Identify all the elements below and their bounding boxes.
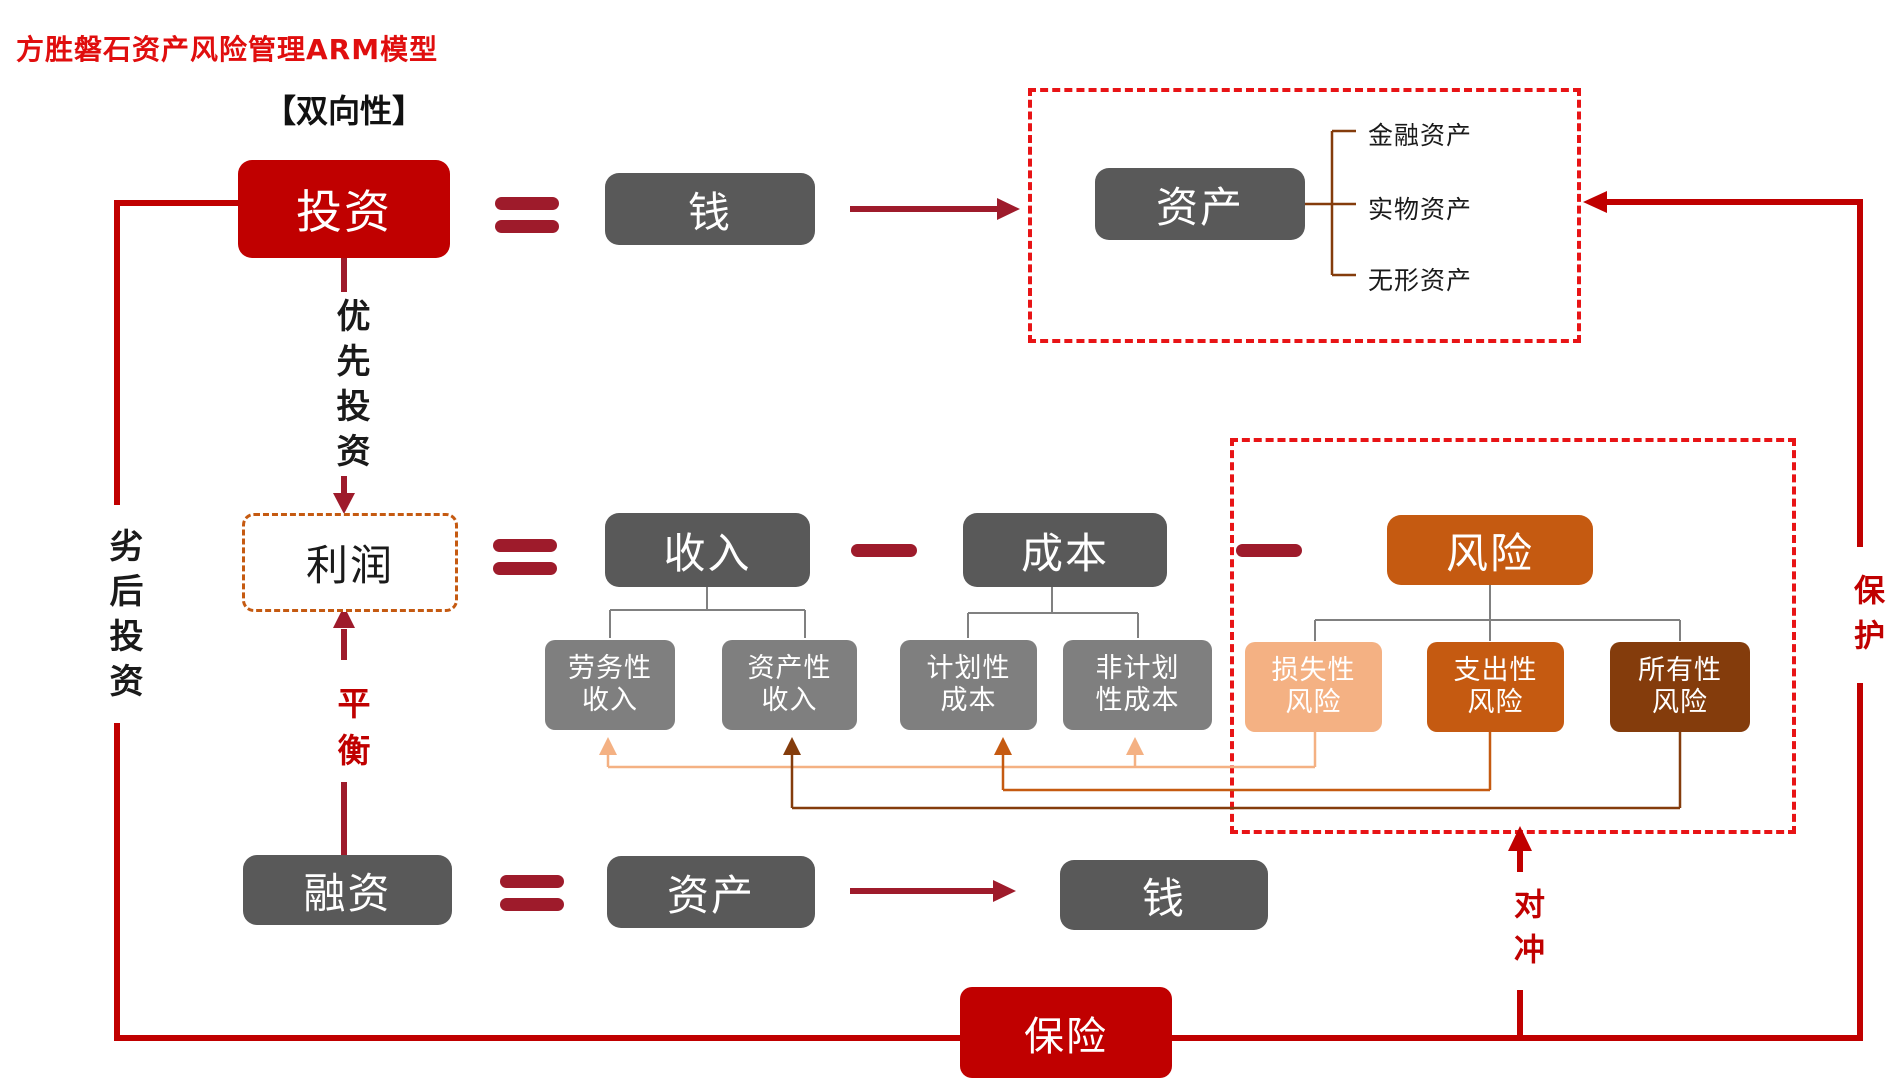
up-arrowhead-planned-cost [994,737,1012,755]
node-expenditure-risk[interactable]: 支出性 风险 [1427,642,1564,732]
node-cost[interactable]: 成本 [963,513,1167,587]
planned-cost-line1: 计划性 [926,652,1011,684]
unplanned-cost-line1: 非计划 [1095,652,1180,684]
planned-cost-line2: 成本 [940,685,997,716]
loss-risk-line2: 风险 [1285,687,1342,718]
left-loop-line-top [114,200,238,505]
asset-type-financial: 金融资产 [1368,121,1473,150]
priority-investment-label: 优先投资 [330,298,370,478]
loss-risk-feedback-line [606,732,1317,769]
node-asset-top[interactable]: 资产 [1095,168,1305,240]
hedge-label: 对冲 [1508,888,1544,978]
ownership-risk-line2: 风险 [1652,687,1708,718]
asset-type-physical: 实物资产 [1368,195,1473,224]
node-investment[interactable]: 投资 [238,160,450,258]
minus-icon-cost-risk [1236,544,1302,557]
asset-income-line1: 资产性 [747,652,832,684]
down-arrowhead-into-profit [333,493,355,514]
node-asset-bottom[interactable]: 资产 [607,856,815,928]
node-money-bottom[interactable]: 钱 [1060,860,1268,930]
protection-label: 保护 [1848,574,1884,664]
labor-income-line2: 收入 [582,685,638,716]
node-financing[interactable]: 融资 [243,855,452,925]
loss-risk-line1: 损失性 [1271,654,1356,686]
up-arrowhead-labor-income [599,737,617,755]
node-money-top[interactable]: 钱 [605,173,815,245]
up-arrowhead-asset-income [783,737,801,755]
asset-type-intangible: 无形资产 [1368,266,1473,295]
node-insurance[interactable]: 保险 [960,987,1172,1078]
risk-dashed-frame [1230,438,1796,834]
node-asset-income[interactable]: 资产性 收入 [722,640,857,730]
cost-tree-connector [967,587,1139,638]
right-arrowhead-top [997,198,1020,220]
up-arrowhead-unplanned-cost [1126,737,1144,755]
minus-icon-income-cost [851,544,917,557]
page-title: 方胜磐石资产风险管理ARM模型 [16,33,439,66]
income-tree-connector [609,587,806,638]
node-loss-risk[interactable]: 损失性 风险 [1245,642,1382,732]
labor-income-line1: 劳务性 [568,652,652,684]
node-labor-income[interactable]: 劳务性 收入 [545,640,675,730]
node-unplanned-cost[interactable]: 非计划 性成本 [1063,640,1212,730]
ownership-risk-line1: 所有性 [1638,654,1722,686]
left-arrowhead-into-asset-frame [1583,191,1607,213]
node-risk[interactable]: 风险 [1387,515,1593,585]
subordinated-investment-label: 劣后投资 [103,528,143,708]
node-income[interactable]: 收入 [605,513,810,587]
node-planned-cost[interactable]: 计划性 成本 [900,640,1037,730]
asset-dashed-frame [1028,88,1581,343]
balance-label: 平衡 [332,686,371,780]
bidirectional-label: 【双向性】 [263,92,424,130]
node-ownership-risk[interactable]: 所有性 风险 [1610,642,1750,732]
expenditure-risk-line1: 支出性 [1453,654,1538,686]
right-arrowhead-bottom [993,880,1016,902]
node-profit[interactable]: 利润 [242,513,458,612]
asset-income-line2: 收入 [761,685,818,716]
expenditure-risk-line2: 风险 [1467,687,1524,718]
unplanned-cost-line2: 性成本 [1095,685,1180,716]
